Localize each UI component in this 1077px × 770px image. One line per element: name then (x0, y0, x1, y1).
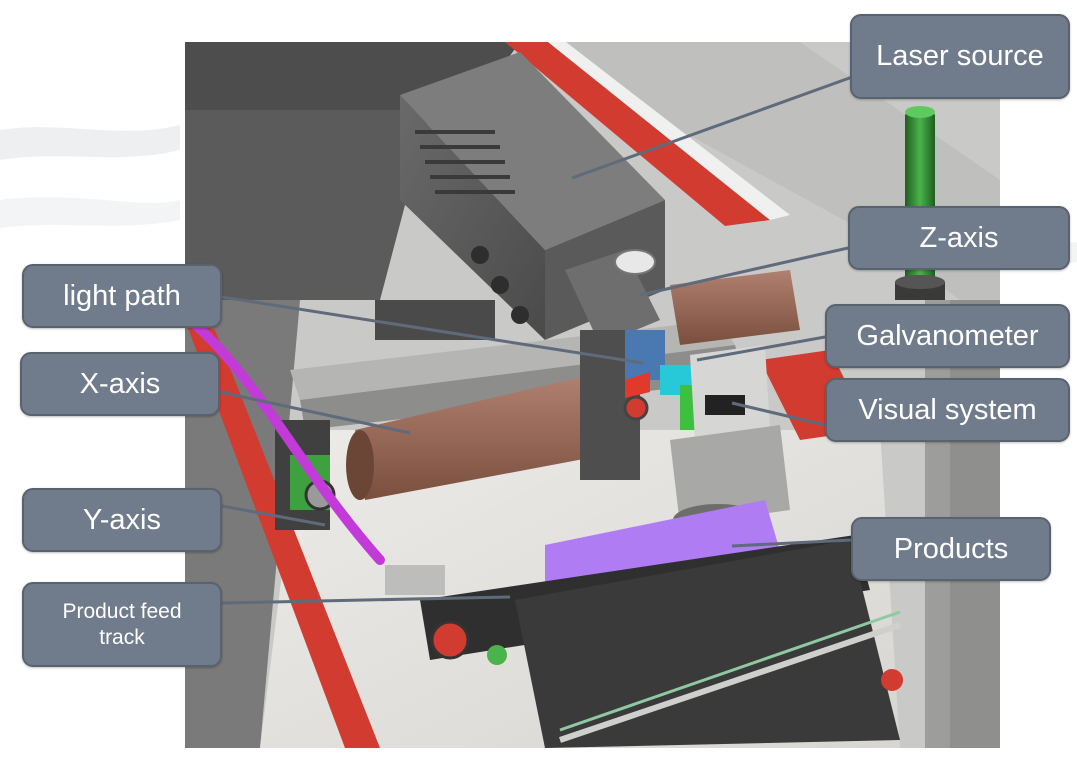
leader-y-axis (221, 504, 326, 527)
label-visual-system: Visual system (858, 393, 1037, 426)
leader-x-axis (219, 390, 411, 435)
label-products: Products (893, 532, 1009, 565)
leader-products (731, 538, 852, 548)
callout-galvanometer: Galvanometer (825, 304, 1070, 368)
label-light-path: light path (63, 279, 181, 312)
callout-laser-source: Laser source (850, 14, 1070, 99)
label-laser-source: Laser source (876, 40, 1044, 73)
leader-z-axis (639, 246, 849, 297)
laser-source-box (375, 52, 665, 340)
leader-galvanometer (696, 335, 826, 362)
leader-lines (219, 74, 856, 605)
leader-product-feed-track (221, 595, 511, 605)
label-y-axis: Y-axis (83, 503, 161, 536)
callout-visual-system: Visual system (825, 378, 1070, 442)
label-product-feed-track: Product feed track (62, 600, 182, 649)
label-galvanometer: Galvanometer (856, 319, 1039, 352)
callout-product-feed-track: Product feed track (22, 582, 222, 667)
cable (185, 315, 385, 565)
label-z-axis: Z-axis (919, 221, 999, 254)
leader-light-path (221, 295, 644, 365)
leader-laser-source (571, 74, 856, 180)
callout-y-axis: Y-axis (22, 488, 222, 552)
feed-track (385, 535, 903, 748)
leader-visual-system (731, 401, 826, 427)
label-x-axis: X-axis (79, 367, 161, 400)
callout-products: Products (851, 517, 1051, 581)
z-axis-head (565, 249, 790, 536)
callout-z-axis: Z-axis (848, 206, 1070, 270)
callout-light-path: light path (22, 264, 222, 328)
callout-x-axis: X-axis (20, 352, 220, 416)
